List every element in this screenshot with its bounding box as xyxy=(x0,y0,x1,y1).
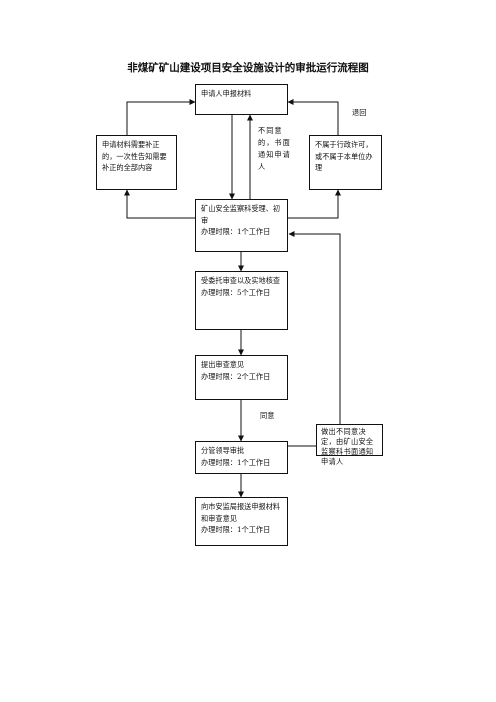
not-accepted-box: 不属于行政许可，或不属于本单位办理 xyxy=(309,135,382,190)
arrow-accept-to-not-accepted xyxy=(288,189,341,219)
accept-time: 办理时限：1个工作日 xyxy=(201,227,271,236)
correction-box: 申请材料需要补正的，一次性告知需要补正的全部内容 xyxy=(96,135,177,190)
correction-text: 申请材料需要补正的，一次性告知需要补正的全部内容 xyxy=(102,140,167,172)
disagree-decision-box: 做出不同意决定，由矿山安全监察科书面通知申请人 xyxy=(316,424,383,466)
report-box: 向市安监局报送申报材料和审查意见 办理时限：1个工作日 xyxy=(195,497,288,546)
accept-box: 矿山安全监察科受理、初审 办理时限：1个工作日 xyxy=(195,199,288,252)
apply-box: 申请人申报材料 xyxy=(195,84,288,115)
arrow-disagree-to-accept xyxy=(288,231,341,424)
leader-text: 分管领导审批 xyxy=(201,446,245,455)
opinion-box: 提出审查意见 办理时限：2个工作日 xyxy=(195,355,288,400)
review-text: 受委托审查以及实地核查 xyxy=(201,276,281,285)
report-time: 办理时限：1个工作日 xyxy=(201,525,271,534)
leader-box: 分管领导审批 办理时限：1个工作日 xyxy=(195,441,288,474)
opinion-time: 办理时限：2个工作日 xyxy=(201,371,271,381)
review-time: 办理时限：5个工作日 xyxy=(201,287,271,297)
accept-text: 矿山安全监察科受理、初审 xyxy=(201,204,281,225)
report-text: 向市安监局报送申报材料和审查意见 xyxy=(201,502,281,523)
disagree-decision-text: 做出不同意决定，由矿山安全监察科书面通知申请人 xyxy=(321,427,374,466)
review-box: 受委托审查以及实地核查 办理时限：5个工作日 xyxy=(195,271,288,330)
not-accepted-text: 不属于行政许可，或不属于本单位办理 xyxy=(315,140,373,172)
page-title: 非煤矿矿山建设项目安全设施设计的审批运行流程图 xyxy=(127,62,369,74)
arrow-correction-to-apply xyxy=(126,99,196,135)
apply-text: 申请人申报材料 xyxy=(201,89,252,98)
opinion-text: 提出审查意见 xyxy=(201,360,245,369)
arrow-accept-to-correction xyxy=(124,189,195,219)
return-label: 退回 xyxy=(352,108,367,117)
disagree-notice-label: 不同意的，书面通知申请人 xyxy=(258,126,291,171)
agree-label: 同意 xyxy=(260,411,275,420)
leader-time: 办理时限：1个工作日 xyxy=(201,457,271,467)
arrow-return-to-apply xyxy=(287,99,339,135)
